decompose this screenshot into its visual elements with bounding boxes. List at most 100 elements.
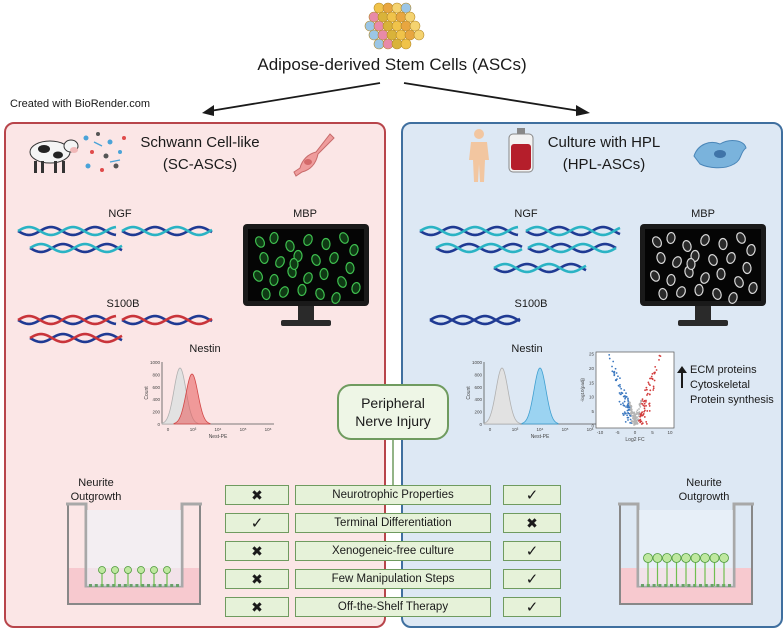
sc-nestin-label: Nestin bbox=[189, 343, 221, 355]
y-tick-label: 800 bbox=[152, 372, 160, 377]
volcano-point bbox=[627, 409, 630, 411]
x-tick-label: 0 bbox=[489, 427, 492, 432]
mbp-cell bbox=[303, 272, 313, 284]
dna-strand bbox=[17, 314, 117, 326]
volcano-point bbox=[626, 416, 629, 419]
volcano-point bbox=[629, 418, 632, 421]
volcano-point bbox=[643, 407, 646, 410]
volcano-point bbox=[627, 402, 630, 405]
volcano-point bbox=[631, 420, 633, 422]
volcano-point bbox=[648, 393, 651, 396]
volcano-point bbox=[640, 412, 643, 415]
asc-cell bbox=[413, 29, 425, 41]
mbp-cell bbox=[311, 254, 321, 266]
volcano-point bbox=[640, 399, 642, 402]
mbp-cell bbox=[650, 270, 660, 282]
cow-icon bbox=[29, 139, 79, 173]
volcano-point bbox=[619, 393, 622, 396]
x-tick-label: -5 bbox=[615, 430, 619, 435]
volcano-point bbox=[653, 379, 656, 382]
molecules-icon bbox=[83, 132, 126, 172]
dna-strand bbox=[17, 225, 117, 237]
mbp-cell bbox=[259, 251, 269, 265]
volcano-point bbox=[640, 401, 642, 403]
mbp-cell bbox=[694, 283, 704, 297]
mbp-cell bbox=[726, 252, 736, 264]
x-tick-label: 10 bbox=[667, 430, 673, 435]
x-tick-label: 10⁵ bbox=[562, 427, 569, 432]
annotation-ecm: ECM proteins bbox=[690, 364, 757, 376]
volcano-point bbox=[641, 422, 644, 425]
volcano-point bbox=[620, 391, 623, 394]
volcano-point bbox=[624, 420, 627, 423]
sc-mbp-label: MBP bbox=[293, 208, 317, 220]
y-tick-label: 200 bbox=[152, 410, 160, 415]
y-tick-label: 25 bbox=[589, 352, 595, 357]
mbp-cell bbox=[345, 261, 355, 275]
x-axis-label: Nest-PE bbox=[531, 434, 550, 440]
sc-mark-5: ✖ bbox=[225, 597, 289, 617]
volcano-point bbox=[615, 372, 618, 374]
volcano-point bbox=[614, 379, 617, 382]
volcano-point bbox=[623, 389, 626, 392]
y-tick-label: 0 bbox=[591, 424, 594, 429]
volcano-point bbox=[608, 357, 611, 360]
volcano-point bbox=[638, 411, 641, 414]
split-arrows bbox=[202, 82, 590, 116]
volcano-point bbox=[645, 386, 648, 389]
volcano-point bbox=[632, 415, 635, 418]
y-tick-label: 0 bbox=[157, 422, 160, 427]
x-tick-label: -10 bbox=[597, 430, 604, 435]
volcano-point bbox=[652, 387, 655, 390]
y-tick-label: 1000 bbox=[472, 360, 483, 365]
asc-cell bbox=[404, 11, 416, 23]
volcano-point bbox=[620, 403, 622, 406]
volcano-point bbox=[625, 406, 627, 408]
volcano-point bbox=[644, 409, 646, 412]
mbp-cell bbox=[712, 288, 722, 300]
volcano-point bbox=[623, 400, 626, 403]
volcano-point bbox=[620, 387, 623, 390]
volcano-point bbox=[608, 353, 611, 356]
mbp-cell bbox=[285, 239, 295, 253]
mbp-cell bbox=[253, 270, 263, 282]
volcano-point bbox=[626, 406, 629, 409]
volcano-point bbox=[617, 384, 620, 387]
volcano-point bbox=[640, 420, 643, 423]
sc-mark-4: ✖ bbox=[225, 569, 289, 589]
volcano-point bbox=[652, 385, 655, 388]
volcano-point bbox=[638, 404, 641, 407]
mbp-cell bbox=[339, 232, 349, 244]
mbp-cell bbox=[686, 257, 696, 271]
hpl-ngf-label: NGF bbox=[514, 208, 538, 220]
property-label-5: Off-the-Shelf Therapy bbox=[295, 597, 491, 617]
mbp-cell bbox=[269, 273, 279, 287]
volcano-point bbox=[635, 411, 638, 413]
annotation-protein: Protein synthesis bbox=[690, 394, 774, 406]
volcano-point bbox=[634, 423, 636, 426]
volcano-point bbox=[643, 405, 646, 408]
volcano-point bbox=[619, 383, 621, 386]
y-tick-label: 15 bbox=[589, 380, 595, 385]
volcano-point bbox=[643, 416, 646, 418]
mbp-cell bbox=[261, 287, 271, 301]
blood-bag-icon bbox=[508, 128, 534, 173]
volcano-point bbox=[629, 402, 631, 404]
x-tick-label: 10⁴ bbox=[215, 427, 222, 432]
hpl-neurite-line1: Neurite bbox=[686, 477, 722, 489]
volcano-point bbox=[643, 410, 646, 413]
sc-transwell bbox=[66, 502, 202, 605]
volcano-point bbox=[649, 389, 652, 392]
mbp-cell bbox=[718, 237, 728, 251]
volcano-point bbox=[622, 402, 624, 405]
sc-ngf-label: NGF bbox=[108, 208, 132, 220]
volcano-point bbox=[636, 418, 639, 421]
volcano-point bbox=[625, 392, 627, 395]
x-tick-label: 5 bbox=[651, 430, 654, 435]
mbp-cell bbox=[700, 272, 710, 284]
control-peak bbox=[483, 367, 521, 425]
